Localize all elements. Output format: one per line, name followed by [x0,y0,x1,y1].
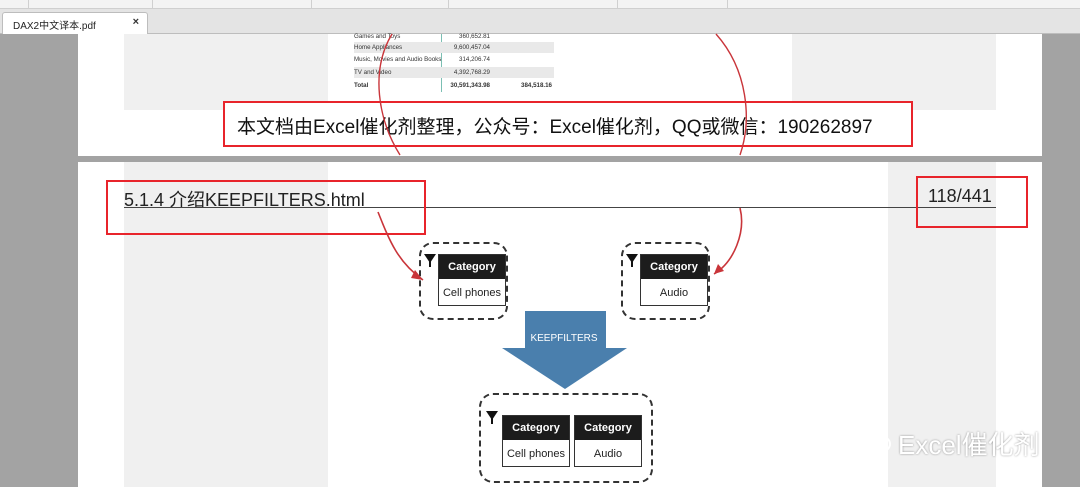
pdf-page-current: 5.1.4 介绍KEEPFILTERS.html 118/441 Categor… [78,162,1042,487]
wechat-account-name: Excel催化剂 [898,430,1040,460]
page-number-highlight-box [916,176,1028,228]
watermark-text: 本文档由Excel催化剂整理，公众号：Excel催化剂，QQ或微信：190262… [237,117,873,138]
card-header: Category [439,255,505,279]
category-card: Category Cell phones [502,415,570,467]
card-value: Cell phones [506,448,566,460]
filter-funnel-icon [424,254,436,267]
card-value: Cell phones [442,287,502,299]
table-row: TV and Video 4,392,768.29 [354,67,554,78]
menu-separator [617,0,618,8]
wechat-icon [852,426,891,454]
table-cell: 384,518.16 [521,82,552,89]
filter-group-audio: Category Audio [621,242,710,320]
page-number: 118/441 [928,186,992,206]
table-row: Games and Toys 360,652.81 [354,31,554,42]
card-value: Audio [593,448,623,460]
menu-separator [727,0,728,8]
table-cell: Total [354,82,369,89]
table-row: Music, Movies and Audio Books 314,206.74 [354,54,554,65]
table-cell: 30,591,343.98 [450,82,490,89]
table-cell: 4,392,768.29 [453,69,490,76]
keepfilters-label: KEEPFILTERS [530,333,598,344]
page-figure-band [124,34,996,110]
table-row: Home Appliances 9,600,457.04 [354,42,554,53]
filter-funnel-icon [626,254,638,267]
keepfilters-arrow-icon [502,311,627,389]
wechat-watermark: Excel催化剂 [850,423,1080,460]
filter-funnel-icon [486,411,498,424]
menu-separator [448,0,449,8]
pdf-page-previous: Games and Toys 360,652.81 Home Appliance… [78,31,1042,156]
table-cell: Games and Toys [354,33,401,40]
menu-separator [311,0,312,8]
card-header: Category [503,416,569,440]
filter-group-cell-phones: Category Cell phones [419,242,508,320]
watermark-annotation: 本文档由Excel催化剂整理，公众号：Excel催化剂，QQ或微信：190262… [223,101,913,147]
card-value: Audio [659,287,689,299]
card-header: Category [575,416,641,440]
document-tab[interactable]: DAX2中文译本.pdf × [2,12,148,34]
table-divider [441,34,442,92]
tab-label: DAX2中文译本.pdf [13,21,96,32]
annotation-arrow [377,211,424,281]
table-cell: TV and Video [354,69,392,76]
table-cell: Home Appliances [354,44,403,51]
heading-divider [124,207,996,208]
table-cell: 360,652.81 [459,33,490,40]
page-title: 5.1.4 介绍KEEPFILTERS.html [124,190,365,210]
menu-separator [152,0,153,8]
annotation-arrowhead [411,270,423,280]
title-highlight-box [106,180,426,235]
filter-group-combined: Category Cell phones Category Audio [479,393,653,483]
diagram-arrows [377,207,743,389]
table-cell: 314,206.74 [459,56,490,63]
category-card: Category Cell phones [438,254,506,306]
table-cell: 9,600,457.04 [453,44,490,51]
annotation-arrowhead [714,264,724,274]
table-cell: Music, Movies and Audio Books [354,56,442,63]
card-header: Category [641,255,707,279]
table-total-row: Total 30,591,343.98 384,518.16 [354,80,554,91]
annotation-arrow [713,207,743,275]
close-icon[interactable]: × [132,16,139,28]
category-card: Category Audio [574,415,642,467]
menu-separator [28,0,29,8]
menu-bar [0,0,1080,9]
category-card: Category Audio [640,254,708,306]
tab-bar: DAX2中文译本.pdf × [0,9,1080,34]
